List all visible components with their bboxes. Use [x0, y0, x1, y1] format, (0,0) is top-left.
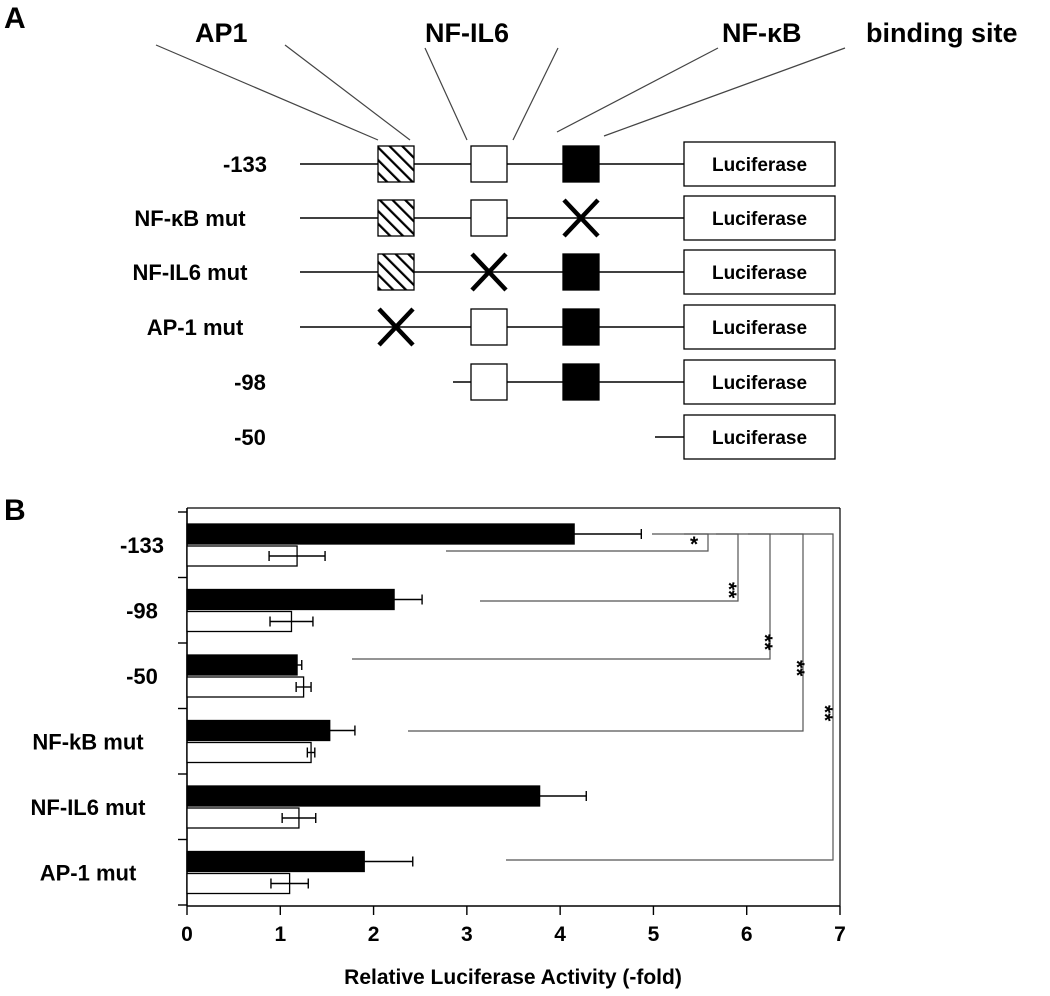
x-tick-label: 3	[461, 923, 473, 946]
ap1-mutation-cross	[377, 307, 415, 347]
significance-bracket: **	[352, 533, 776, 660]
construct-label: -50	[234, 425, 266, 450]
construct-label: -98	[234, 370, 266, 395]
construct-label: -133	[223, 152, 267, 177]
error-bar	[295, 682, 312, 692]
error-bar	[315, 856, 414, 867]
significance-bracket: *	[446, 533, 709, 556]
construct-row: NF-κB mut Luciferase	[134, 195, 836, 241]
error-bar	[492, 791, 587, 801]
nfkb-site-label: NF-κB	[722, 18, 802, 48]
category-label: NF-kB mut	[32, 730, 144, 755]
luciferase-label: Luciferase	[712, 209, 807, 230]
ap1-site-box	[377, 145, 415, 183]
nfil6-site-box	[470, 145, 508, 183]
significance-bracket: **	[480, 533, 740, 602]
bar	[186, 741, 312, 764]
category-label: -133	[120, 533, 164, 558]
construct-row: NF-IL6 mut Luciferase	[133, 249, 836, 295]
x-tick-label: 6	[741, 923, 753, 946]
bar	[186, 785, 541, 807]
error-bar	[506, 529, 643, 539]
luciferase-box	[683, 195, 836, 241]
construct-row: AP-1 mut Luciferase	[147, 304, 836, 350]
nfkb-site-box	[562, 253, 600, 291]
error-bar	[270, 878, 309, 889]
nfkb-site-box	[562, 308, 600, 346]
error-bar	[306, 747, 316, 758]
x-tick-label: 0	[181, 923, 193, 946]
x-tick-label: 7	[834, 923, 846, 946]
luciferase-box	[683, 141, 836, 187]
bar	[186, 654, 298, 676]
significance-bracket: **	[408, 533, 808, 732]
construct-row: -133 Luciferase	[223, 141, 836, 187]
category-label: -50	[126, 664, 158, 689]
category-label: AP-1 mut	[40, 861, 137, 886]
luciferase-box	[683, 249, 836, 295]
nfil6-site-box	[470, 308, 508, 346]
binding-site-label: binding site	[866, 18, 1018, 48]
ap1-site-label: AP1	[195, 18, 248, 48]
x-tick-label: 2	[368, 923, 380, 946]
significance-label: **	[717, 582, 740, 599]
construct-label: AP-1 mut	[147, 315, 244, 340]
error-bar	[268, 551, 326, 561]
nfil6-mutation-cross	[470, 252, 508, 292]
luciferase-box	[683, 359, 836, 405]
construct-label: NF-IL6 mut	[133, 260, 249, 285]
ap1-site-box	[377, 199, 415, 237]
significance-label: **	[813, 705, 836, 722]
error-bar	[291, 660, 303, 670]
construct-label: NF-κB mut	[134, 206, 246, 231]
nfkb-site-box	[562, 145, 600, 183]
significance-label: *	[690, 533, 699, 556]
luciferase-label: Luciferase	[712, 318, 807, 339]
x-tick-label: 1	[274, 923, 286, 946]
significance-bracket: **	[506, 533, 836, 861]
luciferase-label: Luciferase	[712, 373, 807, 394]
category-label: NF-IL6 mut	[31, 795, 147, 820]
nfkb-site-box	[562, 363, 600, 401]
luciferase-label: Luciferase	[712, 428, 807, 449]
luciferase-label: Luciferase	[712, 263, 807, 284]
luciferase-box	[683, 414, 836, 460]
significance-label: **	[785, 660, 808, 677]
category-label: -98	[126, 599, 158, 624]
bar	[186, 588, 395, 611]
error-bar	[303, 725, 356, 736]
nfil6-site-box	[470, 363, 508, 401]
nfkb-mutation-cross	[562, 198, 600, 238]
luciferase-box	[683, 304, 836, 350]
x-axis-title: Relative Luciferase Activity (-fold)	[344, 966, 682, 989]
construct-row: -98 Luciferase	[234, 359, 836, 405]
site-callout-lines	[155, 44, 846, 141]
x-tick-label: 5	[648, 923, 660, 946]
significance-label: **	[753, 634, 776, 651]
x-tick-label: 4	[554, 923, 566, 946]
error-bar	[281, 813, 317, 823]
luciferase-label: Luciferase	[712, 155, 807, 176]
error-bar	[365, 594, 423, 605]
nfil6-site-box	[470, 199, 508, 237]
bar	[186, 676, 305, 698]
panel-a-letter: A	[4, 2, 26, 35]
nfil6-site-label: NF-IL6	[425, 18, 509, 48]
construct-row: -50 Luciferase	[234, 414, 836, 460]
panel-b-letter: B	[4, 494, 26, 527]
error-bar	[269, 616, 314, 627]
ap1-site-box	[377, 253, 415, 291]
